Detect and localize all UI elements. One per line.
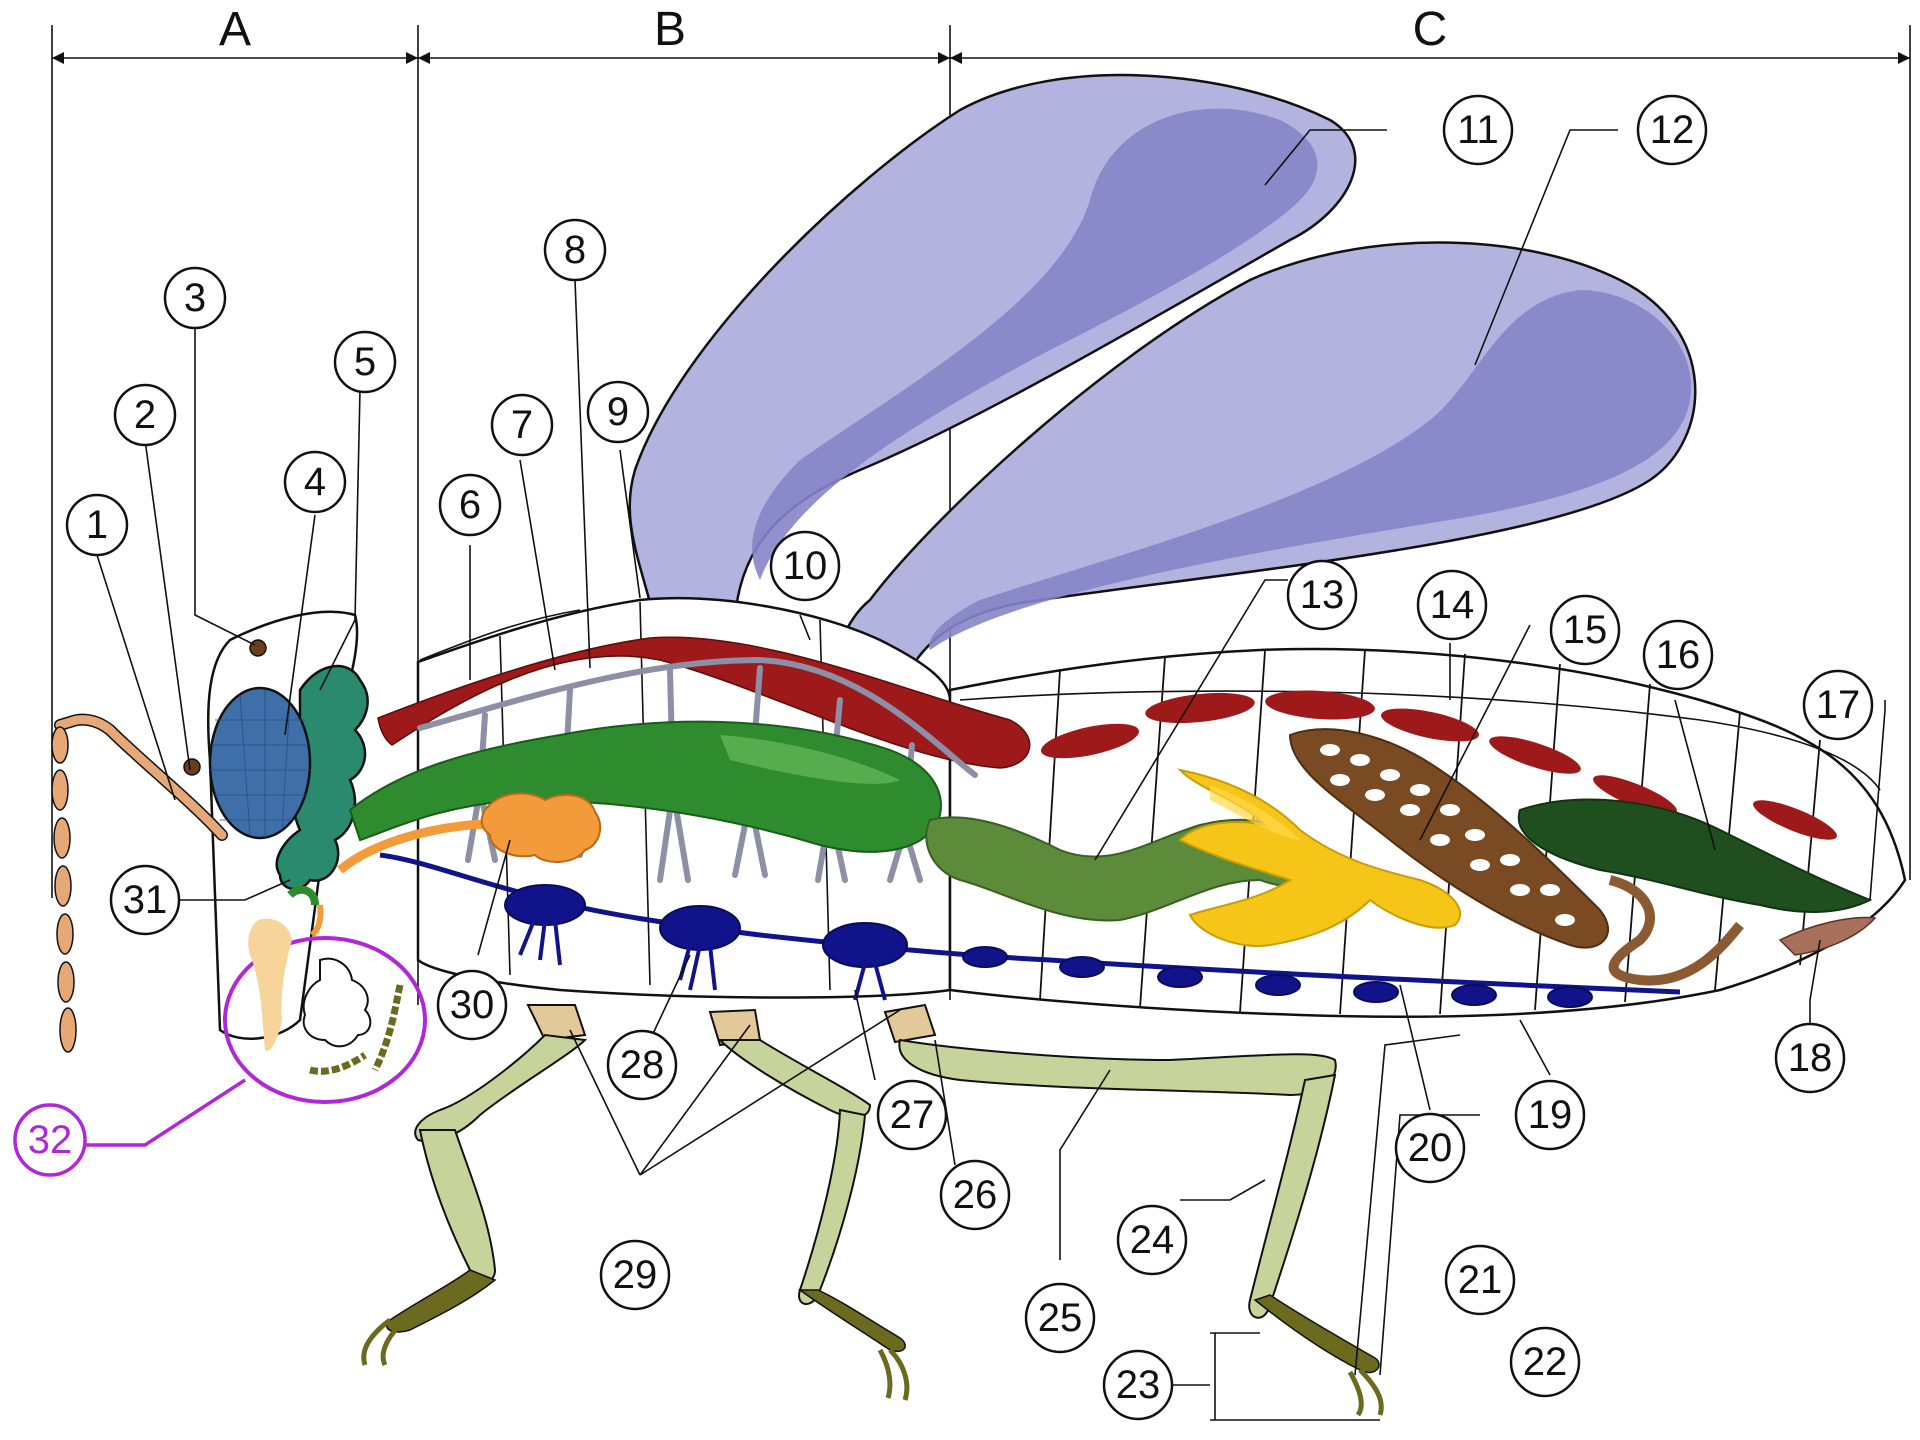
callout-9: 9: [588, 382, 648, 442]
callout-16: 16: [1644, 621, 1712, 689]
callout-3-label: 3: [184, 276, 206, 320]
section-label-abdomen: C: [1413, 3, 1448, 56]
callout-2: 2: [115, 385, 175, 445]
callout-15: 15: [1551, 596, 1619, 664]
callout-15-label: 15: [1563, 608, 1608, 652]
callout-27-label: 27: [890, 1093, 935, 1137]
callout-1: 1: [67, 495, 127, 555]
callout-5: 5: [335, 332, 395, 392]
callout-1-label: 1: [86, 503, 108, 547]
callout-30: 30: [438, 971, 506, 1039]
callout-17: 17: [1804, 671, 1872, 739]
foreleg: [364, 1005, 585, 1365]
callout-16-label: 16: [1656, 633, 1701, 677]
callout-27: 27: [878, 1081, 946, 1149]
callout-18: 18: [1776, 1024, 1844, 1092]
callout-14: 14: [1418, 571, 1486, 639]
callout-24: 24: [1118, 1206, 1186, 1274]
callout-29-label: 29: [613, 1253, 658, 1297]
callout-17-label: 17: [1816, 683, 1861, 727]
callout-2-label: 2: [134, 393, 156, 437]
callout-25-label: 25: [1038, 1296, 1083, 1340]
callout-7-label: 7: [511, 403, 533, 447]
callout-7: 7: [492, 395, 552, 455]
callout-19: 19: [1516, 1081, 1584, 1149]
callout-22: 22: [1511, 1328, 1579, 1396]
callout-23: 23: [1104, 1351, 1172, 1419]
callout-25: 25: [1026, 1284, 1094, 1352]
callout-12-label: 12: [1650, 108, 1695, 152]
callout-26: 26: [941, 1161, 1009, 1229]
callout-3: 3: [165, 268, 225, 328]
callout-24-label: 24: [1130, 1218, 1175, 1262]
inset-leader-line: [80, 1080, 245, 1145]
callout-13: 13: [1288, 561, 1356, 629]
callout-28-label: 28: [620, 1043, 665, 1087]
callout-32: 32: [15, 1105, 85, 1175]
compound-eye: [210, 688, 310, 838]
callout-11-label: 11: [1457, 108, 1499, 152]
callout-32-label: 32: [28, 1118, 73, 1162]
callout-31-label: 31: [123, 878, 168, 922]
callout-10-label: 10: [783, 544, 828, 588]
callout-22-label: 22: [1523, 1340, 1568, 1384]
callout-11: 11: [1444, 96, 1512, 164]
callout-9-label: 9: [607, 390, 629, 434]
callout-6-label: 6: [459, 483, 481, 527]
callout-4-label: 4: [304, 460, 326, 504]
callout-19-label: 19: [1528, 1093, 1573, 1137]
callout-20: 20: [1396, 1114, 1464, 1182]
callout-4: 4: [285, 452, 345, 512]
callout-30-label: 30: [450, 983, 495, 1027]
callout-5-label: 5: [354, 340, 376, 384]
callout-14-label: 14: [1430, 583, 1475, 627]
callout-21: 21: [1446, 1246, 1514, 1314]
callout-20-label: 20: [1408, 1126, 1453, 1170]
callout-21-label: 21: [1458, 1258, 1503, 1302]
callout-28: 28: [608, 1031, 676, 1099]
callout-8-label: 8: [564, 228, 586, 272]
callout-26-label: 26: [953, 1173, 998, 1217]
callout-8: 8: [545, 220, 605, 280]
callout-31: 31: [111, 866, 179, 934]
section-label-head: A: [219, 3, 251, 56]
callout-13-label: 13: [1300, 573, 1345, 617]
callout-12: 12: [1638, 96, 1706, 164]
callout-23-label: 23: [1116, 1363, 1161, 1407]
callout-6: 6: [440, 475, 500, 535]
callout-29: 29: [601, 1241, 669, 1309]
section-label-thorax: B: [654, 3, 686, 56]
callout-10: 10: [771, 532, 839, 600]
callout-18-label: 18: [1788, 1036, 1833, 1080]
